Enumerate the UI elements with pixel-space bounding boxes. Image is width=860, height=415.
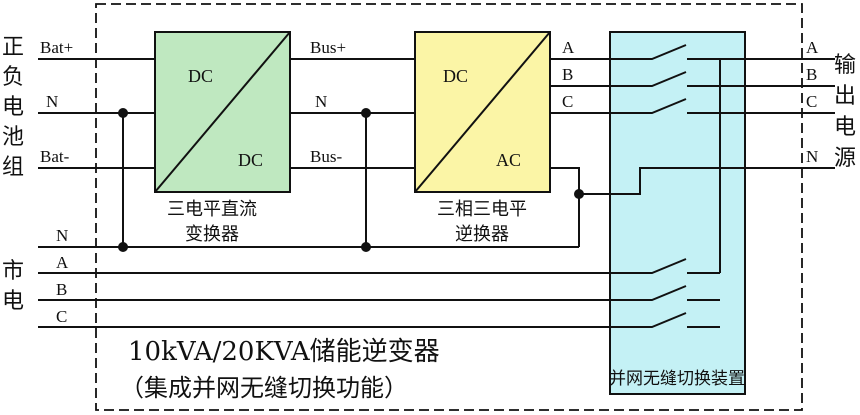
switch-group-inverter (610, 44, 745, 195)
grid-char: 市 (2, 259, 24, 284)
dcdc-bottom-label: DC (238, 150, 263, 170)
label-inv-b: B (562, 65, 573, 84)
battery-group-char: 负 (2, 65, 24, 90)
label-out-c: C (806, 92, 817, 111)
inverter-bottom-label: AC (496, 150, 521, 170)
junction-dot (118, 242, 128, 252)
battery-group-char: 电 (2, 95, 24, 120)
label-bat-n: N (46, 92, 58, 111)
label-grid-n: N (56, 226, 68, 245)
inverter-top-label: DC (443, 66, 468, 86)
switch-box-caption: 并网无缝切换装置 (609, 369, 745, 389)
switch-contact (610, 285, 687, 301)
label-inv-c: C (562, 92, 573, 111)
output-source-char: 出 (834, 84, 856, 109)
output-source-char: 输 (834, 53, 856, 78)
switch-box (609, 31, 746, 395)
battery-group-char: 组 (2, 155, 24, 180)
switch-contact (610, 44, 687, 60)
junction-dot (361, 108, 371, 118)
label-grid-a: A (56, 253, 69, 272)
grid-char: 电 (2, 289, 24, 314)
junction-dot (118, 108, 128, 118)
dcdc-top-label: DC (188, 66, 213, 86)
switch-contact (610, 312, 687, 328)
label-grid-b: B (56, 280, 67, 299)
label-out-a: A (806, 38, 819, 57)
label-bus-minus: Bus- (310, 147, 342, 166)
battery-group-char: 正 (2, 35, 24, 60)
wire-inv-n (550, 167, 610, 195)
inverter-caption-line1: 三相三电平 (437, 199, 527, 220)
switch-n-passthrough (610, 167, 745, 195)
label-inv-a: A (562, 38, 575, 57)
label-bat-plus: Bat+ (40, 38, 73, 57)
inverter-caption-line2: 逆换器 (455, 224, 509, 245)
label-bat-minus: Bat- (40, 147, 70, 166)
inverter-enclosure (95, 3, 803, 411)
label-bus-plus: Bus+ (310, 38, 346, 57)
diagram-title-line1: 10kVA/20KVA储能逆变器 (128, 337, 440, 367)
switch-contact (610, 258, 687, 274)
switch-contact (610, 98, 687, 114)
output-source-char: 电 (834, 115, 856, 140)
junction-dot (574, 189, 584, 199)
dcdc-caption-line1: 三电平直流 (167, 199, 257, 220)
output-source-char: 源 (834, 146, 856, 171)
label-grid-c: C (56, 307, 67, 326)
label-out-n: N (806, 147, 818, 166)
dcdc-diagonal (154, 31, 291, 193)
inverter-diagonal (414, 31, 551, 193)
label-out-b: B (806, 65, 817, 84)
dcdc-caption-line2: 变换器 (185, 224, 239, 245)
diagram-title-line2: （集成并网无缝切换功能） (120, 374, 408, 402)
label-bus-n: N (315, 92, 327, 111)
switch-group-grid (610, 59, 721, 328)
switch-contact (610, 71, 687, 87)
junction-dot (361, 242, 371, 252)
battery-group-char: 池 (2, 125, 24, 150)
